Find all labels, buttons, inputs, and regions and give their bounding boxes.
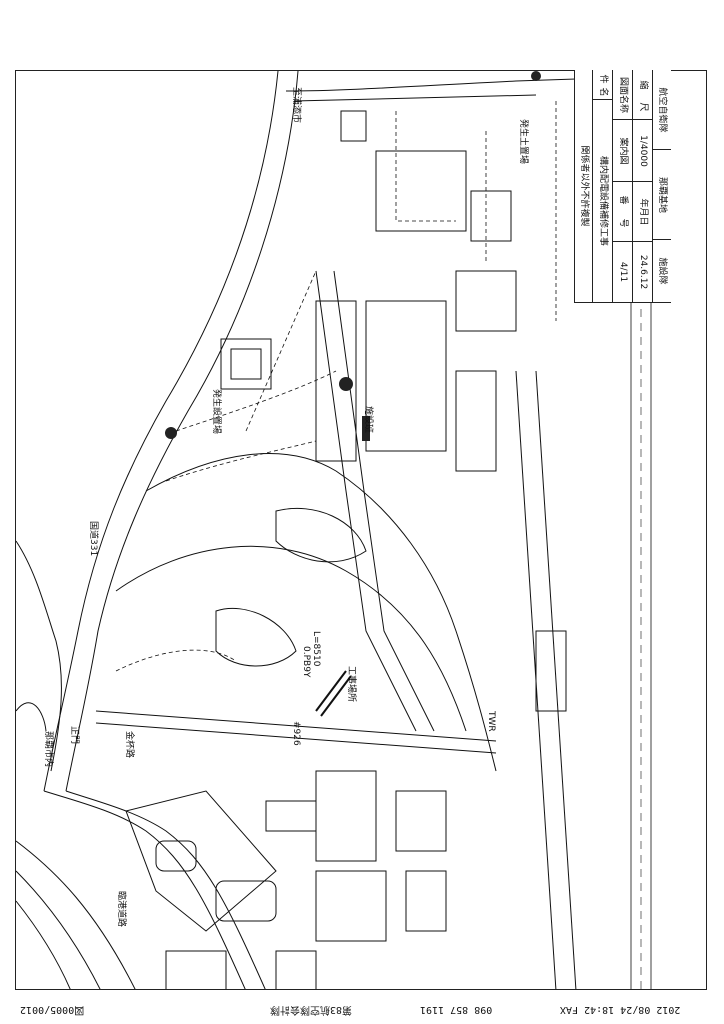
harbor-road xyxy=(16,840,136,989)
project-name: 構内配電設備補修工事 xyxy=(597,155,608,247)
row2-label: 図面名称 xyxy=(617,76,628,113)
route-331-road-edge xyxy=(65,71,299,792)
label-hangar: 施設班 xyxy=(363,406,373,434)
route-331-road xyxy=(43,71,279,792)
date-value: 24.6.12 xyxy=(637,254,648,290)
label-harbor-road: 臨港道路 xyxy=(116,891,126,928)
label-to-urasoe: 至浦添市 xyxy=(291,87,301,124)
label-main-gate: 正門 xyxy=(69,726,79,745)
label-line-2: L=8510 xyxy=(311,631,321,667)
label-fuel: 金杯路 xyxy=(124,731,134,759)
row2-num-label: 番 xyxy=(617,195,628,205)
harbor-road-edge xyxy=(16,870,101,989)
row1-label: 件 xyxy=(597,74,608,84)
label-gen-main: 発生設置場 xyxy=(211,389,221,435)
gate-road xyxy=(43,790,246,989)
fax-timestamp: 2012 08/24 18:42 FAX xyxy=(560,1004,681,1015)
title-block-col-drawing: 図面名称 案内図 番 号 4/11 xyxy=(613,70,633,302)
fax-footer: 図0005/0012 第83航空隊会計隊 098 857 1191 2012 0… xyxy=(0,1000,724,1022)
title-block-col-org: 航空自衛隊 那覇基地 施設隊 xyxy=(653,70,671,302)
fax-sender: 第83航空隊会計隊 xyxy=(270,1004,353,1015)
coast-line xyxy=(16,540,62,772)
title-block: 関係者以外不許複製 件 名 構内配電設備補修工事 図面名称 案内図 番 号 4/… xyxy=(574,70,671,303)
org-1: 航空自衛隊 xyxy=(657,86,667,133)
drawing-name: 案内図 xyxy=(617,136,628,165)
top-road-2 xyxy=(293,94,537,102)
fax-page: 図0005/0012 xyxy=(20,1004,85,1015)
coast-line-2 xyxy=(16,702,47,732)
gate-road-edge xyxy=(65,790,266,989)
org-2: 那覇基地 xyxy=(657,176,667,213)
row3-sub: 尺 xyxy=(637,102,648,112)
top-road xyxy=(285,78,577,92)
drawing-number: 4/11 xyxy=(617,261,628,283)
label-construction: 工事場所 xyxy=(346,666,356,703)
label-gen-terminal: 発生土置場 xyxy=(518,119,528,165)
label-road-926: #926 xyxy=(291,721,301,746)
title-block-col-project: 件 名 構内配電設備補修工事 xyxy=(593,70,613,302)
scale-value: 1/4000 xyxy=(637,134,648,167)
label-route-331: 国道331 xyxy=(88,521,98,557)
label-naha-city: 那覇市内 xyxy=(43,731,53,768)
row2-num-sub: 号 xyxy=(617,218,628,228)
row1-sub: 名 xyxy=(597,87,608,97)
site-map xyxy=(16,71,652,989)
row3-label: 縮 xyxy=(637,80,648,90)
permission-text: 関係者以外不許複製 xyxy=(578,145,589,227)
fax-number: 098 857 1191 xyxy=(420,1004,493,1015)
label-twr: TWR xyxy=(486,711,496,732)
harbor-road-rail xyxy=(16,900,71,989)
org-3: 施設隊 xyxy=(657,257,667,285)
title-block-col-scale: 縮 尺 1/4000 年月日 24.6.12 xyxy=(633,70,653,302)
title-block-col-permission: 関係者以外不許複製 xyxy=(575,70,593,302)
date-label: 年月日 xyxy=(637,197,648,226)
